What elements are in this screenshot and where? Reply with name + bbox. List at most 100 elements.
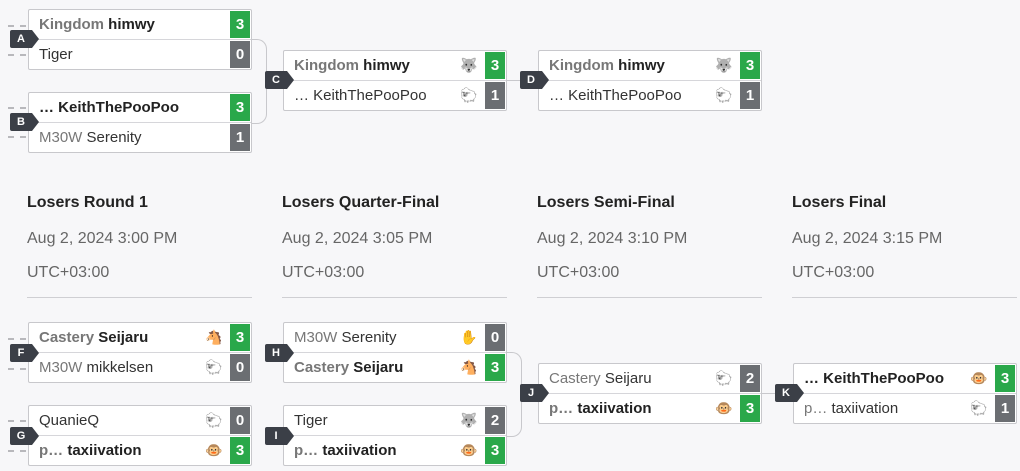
bracket-dash: [8, 450, 26, 452]
team-prefix: M30W: [294, 329, 338, 346]
match-row[interactable]: Kingdom himwy 3: [29, 10, 251, 39]
match-row[interactable]: … KeithThePooPoo 🐑 1: [539, 80, 761, 110]
score-badge: 1: [230, 124, 250, 151]
score-badge: 1: [740, 82, 760, 109]
match-label: K: [775, 384, 804, 402]
match-row[interactable]: … KeithThePooPoo 🐑 1: [284, 80, 506, 110]
player-name: M30W Serenity: [284, 329, 459, 346]
player-name: Kingdom himwy: [29, 16, 230, 33]
score-badge: 3: [485, 354, 505, 381]
match-card[interactable]: M30W Serenity ✋ 0 Castery Seijaru 🐴 3: [283, 322, 507, 383]
team-prefix: p…: [804, 400, 828, 417]
player-tag: himwy: [108, 16, 155, 33]
match-row[interactable]: Kingdom himwy 🐺 3: [284, 51, 506, 80]
bracket-dash: [8, 54, 26, 56]
match-row[interactable]: p… taxiivation 🐵 3: [284, 435, 506, 465]
player-tag: taxiivation: [831, 400, 899, 417]
match-row[interactable]: p… taxiivation 🐑 1: [794, 393, 1016, 423]
match-label: G: [10, 427, 39, 445]
match-row[interactable]: … KeithThePooPoo 3: [29, 93, 251, 122]
match-row[interactable]: Castery Seijaru 🐴 3: [29, 323, 251, 352]
score-badge: 3: [740, 395, 760, 422]
player-tag: mikkelsen: [86, 359, 154, 376]
match-card[interactable]: Castery Seijaru 🐑 2 p… taxiivation 🐵 3: [538, 363, 762, 424]
team-prefix: p…: [549, 400, 574, 417]
player-tag: Seijaru: [98, 329, 149, 346]
match-row[interactable]: Kingdom himwy 🐺 3: [539, 51, 761, 80]
team-prefix: Kingdom: [39, 16, 104, 33]
score-badge: 3: [485, 437, 505, 464]
match-row[interactable]: M30W Serenity 1: [29, 122, 251, 152]
player-tag: taxiivation: [322, 442, 397, 459]
team-prefix: Castery: [549, 370, 601, 387]
score-badge: 2: [740, 365, 760, 392]
match-row[interactable]: p… taxiivation 🐵 3: [539, 393, 761, 423]
player-name: Tiger: [29, 46, 230, 63]
round-timezone: UTC+03:00: [282, 264, 365, 281]
match-card[interactable]: Kingdom himwy 🐺 3 … KeithThePooPoo 🐑 1: [283, 50, 507, 111]
score-badge: 0: [230, 41, 250, 68]
round-header: Losers Quarter-Final Aug 2, 2024 3:05 PM…: [282, 194, 512, 298]
score-badge: 1: [485, 82, 505, 109]
match-label: A: [10, 30, 39, 48]
round-title: Losers Round 1: [27, 194, 148, 211]
player-name: Castery Seijaru: [284, 359, 459, 376]
score-badge: 3: [485, 52, 505, 79]
player-tag: Tiger: [39, 46, 73, 63]
score-badge: 3: [740, 52, 760, 79]
score-badge: 3: [995, 365, 1015, 392]
player-tag: KeithThePooPoo: [823, 370, 944, 387]
divider: [537, 297, 762, 298]
divider: [282, 297, 507, 298]
player-name: p… taxiivation: [284, 442, 459, 459]
bracket-dash: [8, 25, 26, 27]
character-icon: 🐵: [715, 400, 733, 416]
team-prefix: …: [39, 99, 54, 116]
character-icon: 🐵: [970, 370, 988, 386]
round-date: Aug 2, 2024 3:10 PM: [537, 230, 688, 247]
match-row[interactable]: Tiger 0: [29, 39, 251, 69]
bracket-dash: [8, 420, 26, 422]
match-row[interactable]: Castery Seijaru 🐴 3: [284, 352, 506, 382]
player-tag: KeithThePooPoo: [313, 87, 427, 104]
team-prefix: Kingdom: [294, 57, 359, 74]
player-tag: himwy: [363, 57, 410, 74]
match-card[interactable]: Kingdom himwy 🐺 3 … KeithThePooPoo 🐑 1: [538, 50, 762, 111]
player-name: Castery Seijaru: [539, 370, 714, 387]
player-name: … KeithThePooPoo: [794, 370, 969, 387]
bracket-dash: [8, 338, 26, 340]
match-row[interactable]: M30W Serenity ✋ 0: [284, 323, 506, 352]
player-name: Tiger: [284, 412, 459, 429]
match-row[interactable]: … KeithThePooPoo 🐵 3: [794, 364, 1016, 393]
match-label: I: [265, 427, 294, 445]
divider: [27, 297, 252, 298]
score-badge: 2: [485, 407, 505, 434]
match-card[interactable]: Tiger 🐺 2 p… taxiivation 🐵 3: [283, 405, 507, 466]
bracket-dash: [8, 107, 26, 109]
match-card[interactable]: … KeithThePooPoo 🐵 3 p… taxiivation 🐑 1: [793, 363, 1017, 424]
bracket-dash: [8, 368, 26, 370]
player-name: Kingdom himwy: [539, 57, 714, 74]
player-name: p… taxiivation: [794, 400, 969, 417]
round-title: Losers Quarter-Final: [282, 194, 440, 211]
match-row[interactable]: M30W mikkelsen 🐑 0: [29, 352, 251, 382]
match-card[interactable]: QuanieQ 🐑 0 p… taxiivation 🐵 3: [28, 405, 252, 466]
character-icon: 🐑: [715, 87, 733, 103]
round-header: Losers Final Aug 2, 2024 3:15 PM UTC+03:…: [792, 194, 1020, 298]
player-tag: Seijaru: [353, 359, 404, 376]
match-card[interactable]: Kingdom himwy 3 Tiger 0: [28, 9, 252, 70]
match-row[interactable]: Castery Seijaru 🐑 2: [539, 364, 761, 393]
match-row[interactable]: Tiger 🐺 2: [284, 406, 506, 435]
match-card[interactable]: Castery Seijaru 🐴 3 M30W mikkelsen 🐑 0: [28, 322, 252, 383]
round-header: Losers Semi-Final Aug 2, 2024 3:10 PM UT…: [537, 194, 767, 298]
match-label: D: [520, 71, 549, 89]
player-tag: taxiivation: [577, 400, 652, 417]
match-row[interactable]: QuanieQ 🐑 0: [29, 406, 251, 435]
player-name: … KeithThePooPoo: [539, 87, 714, 104]
bracket-dash: [8, 136, 26, 138]
match-row[interactable]: p… taxiivation 🐵 3: [29, 435, 251, 465]
team-prefix: …: [804, 370, 819, 387]
match-card[interactable]: … KeithThePooPoo 3 M30W Serenity 1: [28, 92, 252, 153]
player-name: p… taxiivation: [29, 442, 204, 459]
round-title: Losers Final: [792, 194, 887, 211]
